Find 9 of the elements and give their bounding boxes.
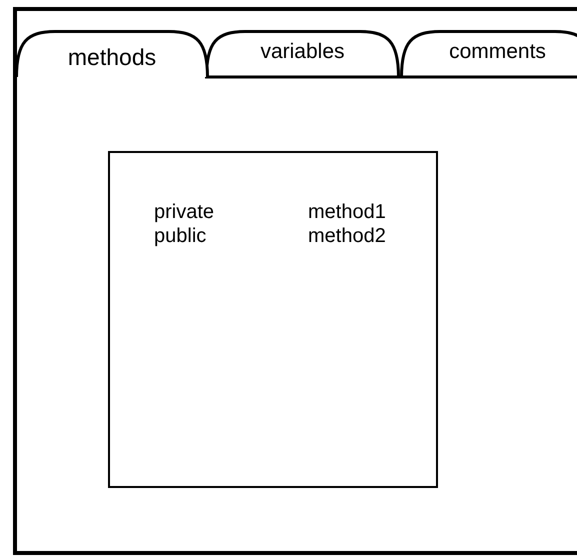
method-name-text: method2 (308, 225, 386, 247)
tab: methods (17, 30, 209, 79)
method-name-text: method1 (308, 201, 386, 223)
content-box (108, 151, 438, 488)
tab: variables (205, 30, 400, 79)
tab: comments (400, 30, 577, 79)
access-modifier-text: public (154, 225, 206, 247)
tab-panel (13, 7, 577, 555)
access-modifier-text: private (154, 201, 214, 223)
